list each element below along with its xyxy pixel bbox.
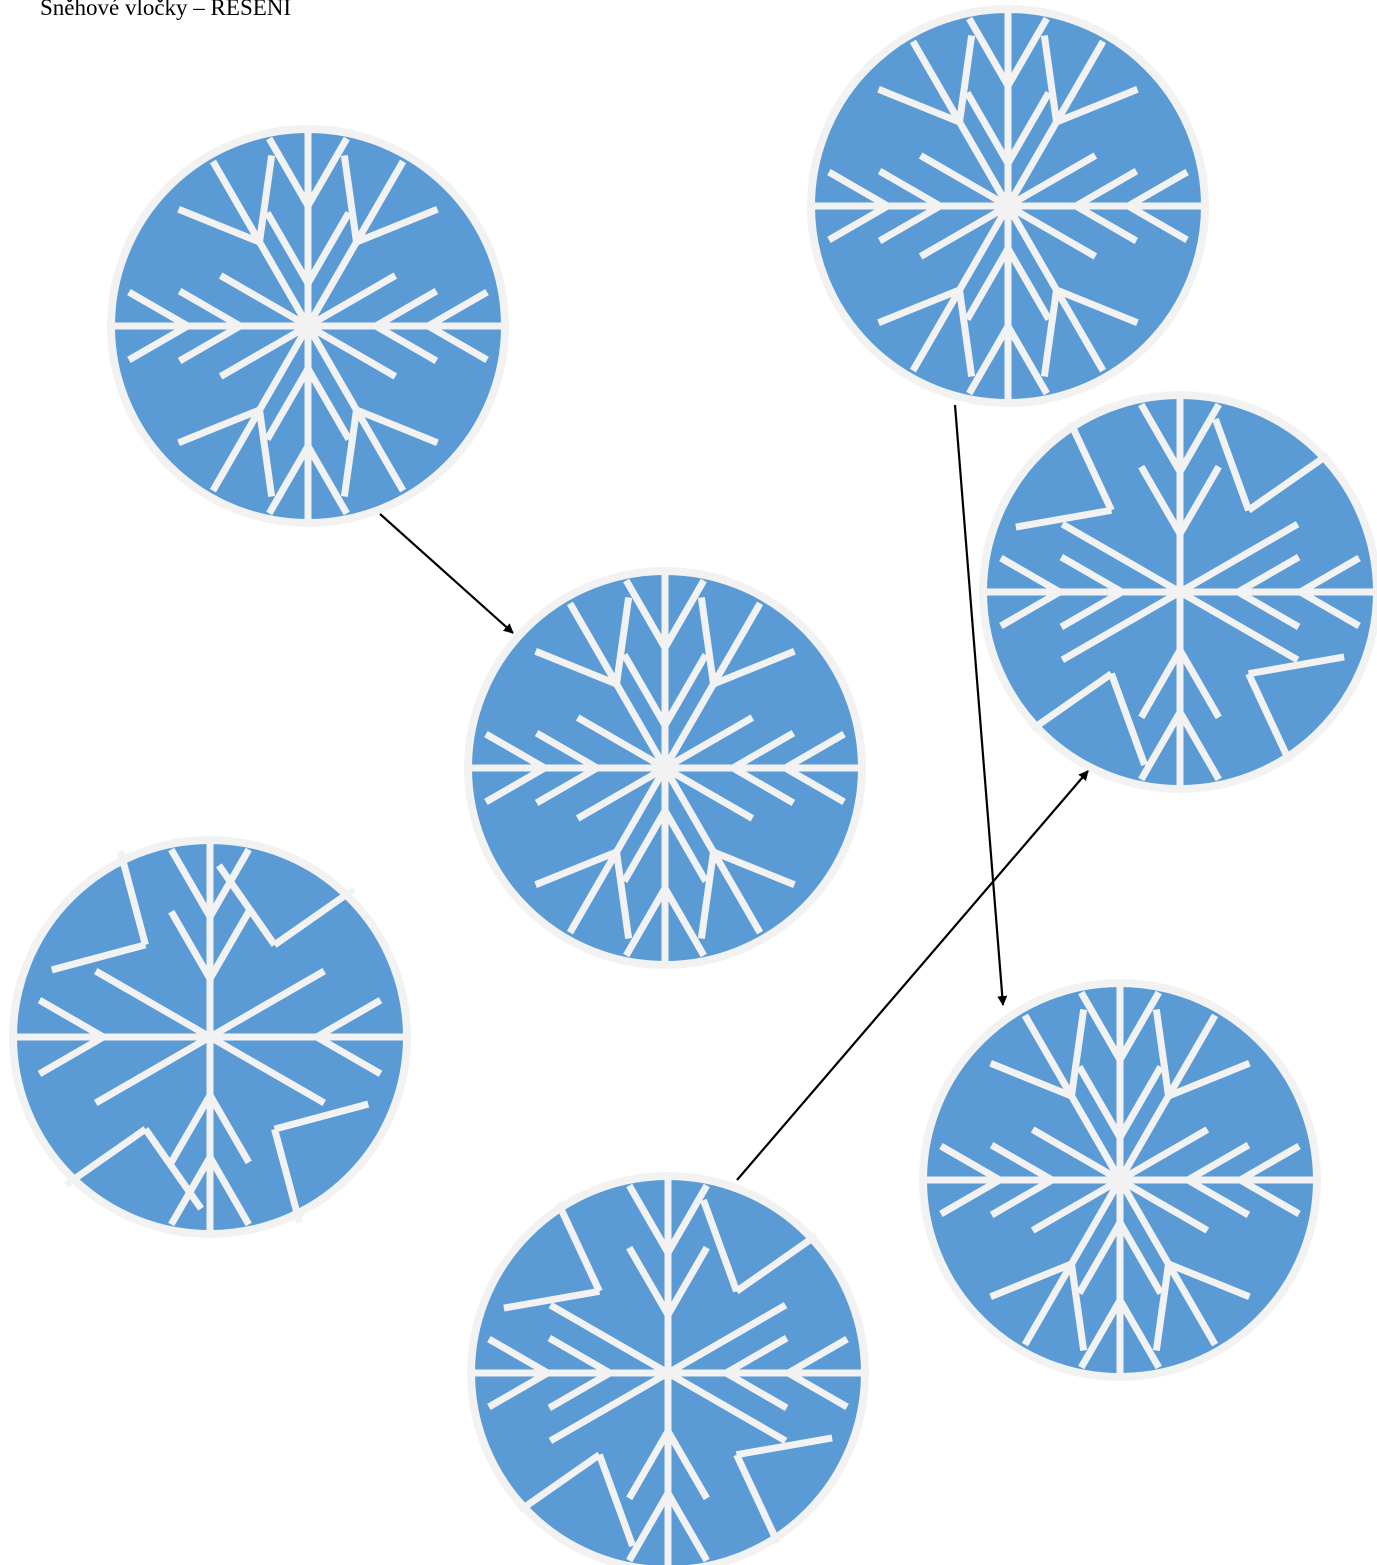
- snowflake-6-center: [1114, 1174, 1126, 1186]
- snowflake-2-center: [659, 762, 671, 774]
- arrow-1: [380, 514, 513, 633]
- snowflake-6: [923, 983, 1317, 1377]
- snowflake-1-center: [302, 320, 314, 332]
- snowflake-3: [811, 9, 1205, 403]
- snowflake-4-center: [1174, 586, 1186, 598]
- snowflake-7: [471, 1176, 865, 1565]
- snowflake-5-center: [204, 1031, 216, 1043]
- snowflake-5: [13, 840, 407, 1234]
- snowflake-7-center: [662, 1367, 674, 1379]
- snowflake-2: [468, 571, 862, 965]
- arrow-2: [955, 405, 1003, 1005]
- snowflake-1: [111, 129, 505, 523]
- snowflake-4: [983, 395, 1377, 789]
- snowflake-3-center: [1002, 200, 1014, 212]
